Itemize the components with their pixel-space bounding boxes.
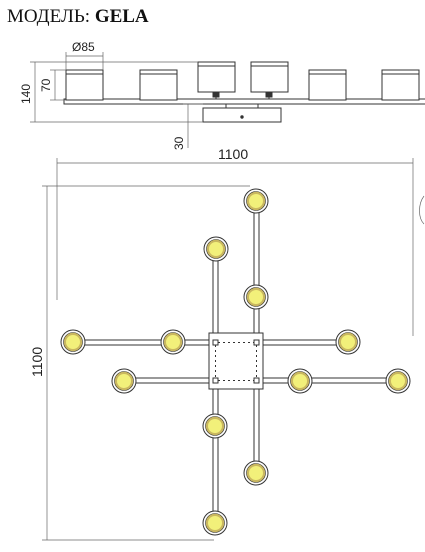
side-shade bbox=[197, 61, 236, 99]
shade-height-label: 70 bbox=[39, 78, 53, 92]
shade-diameter-label: Ø85 bbox=[72, 40, 95, 54]
light-bulb bbox=[202, 510, 228, 536]
top-dimensions bbox=[42, 158, 425, 541]
light-bulb bbox=[335, 329, 361, 355]
model-name: GELA bbox=[94, 6, 149, 27]
light-bulb bbox=[243, 284, 269, 310]
total-height-label: 140 bbox=[19, 84, 33, 104]
top-canopy bbox=[208, 332, 264, 390]
light-bulb bbox=[202, 413, 228, 439]
light-bulb bbox=[160, 329, 186, 355]
light-bulb bbox=[60, 329, 86, 355]
side-shade bbox=[381, 69, 420, 101]
canopy-height-label: 30 bbox=[172, 136, 186, 150]
light-bulb bbox=[287, 368, 313, 394]
model-label: МОДЕЛЬ: bbox=[7, 6, 91, 27]
light-bulb bbox=[385, 368, 411, 394]
side-bar bbox=[63, 98, 425, 105]
side-shade bbox=[308, 69, 347, 101]
diagram-title: МОДЕЛЬ: GELA bbox=[7, 6, 149, 28]
light-bulb bbox=[243, 460, 269, 486]
side-shade bbox=[250, 61, 289, 99]
width-label: 1100 bbox=[218, 146, 248, 162]
light-bulb bbox=[203, 236, 229, 262]
side-dimensions bbox=[30, 52, 203, 148]
light-bulb bbox=[243, 188, 269, 214]
side-shade bbox=[65, 69, 104, 101]
side-canopy bbox=[202, 107, 282, 123]
top-lights bbox=[60, 188, 411, 536]
light-bulb bbox=[111, 368, 137, 394]
height-label: 1100 bbox=[29, 347, 45, 377]
side-shade bbox=[139, 69, 178, 101]
side-view bbox=[63, 61, 425, 123]
